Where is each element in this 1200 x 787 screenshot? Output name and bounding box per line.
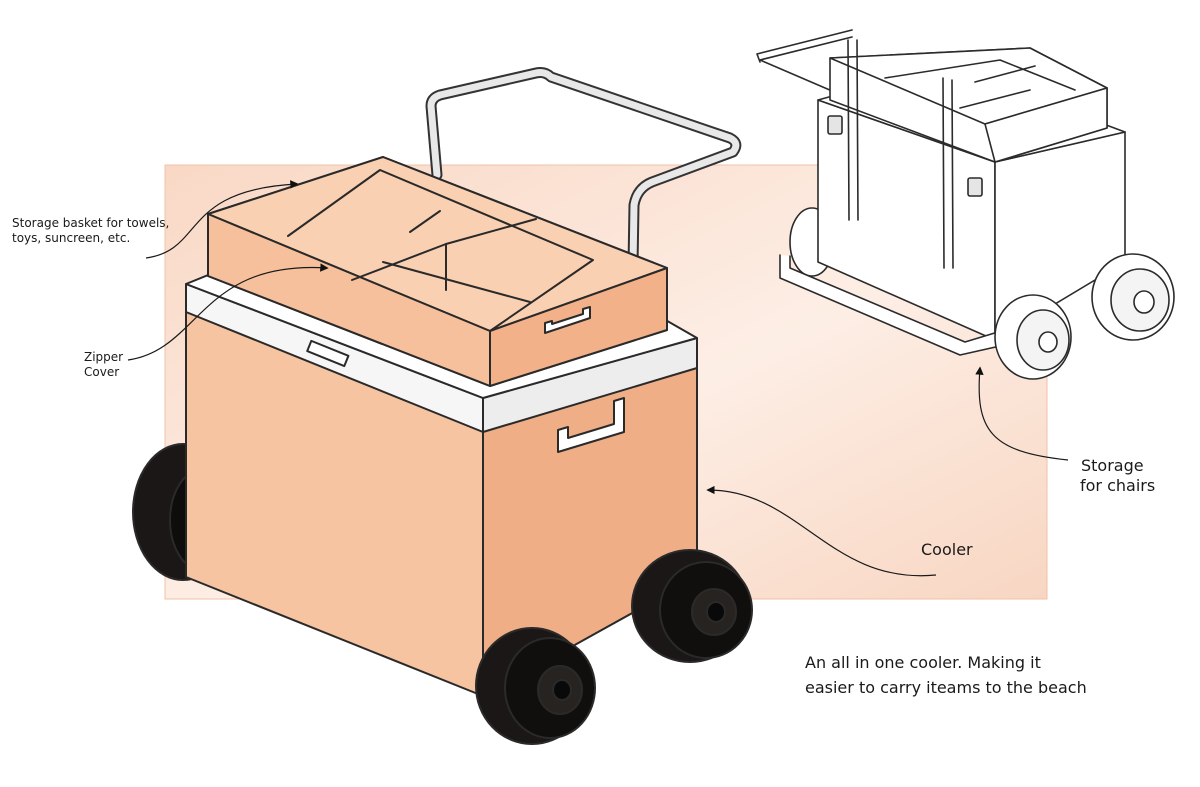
lid-latch <box>306 339 350 368</box>
label-storage-basket-line1: Storage basket for towels, <box>12 216 170 230</box>
label-zipper-cover-line1: Zipper <box>84 350 124 364</box>
caption-line1: An all in one cooler. Making it <box>805 653 1041 672</box>
storage-basket <box>207 156 668 387</box>
arrow-icon <box>145 180 299 259</box>
side-grip <box>557 397 625 453</box>
front-wheel-left <box>475 627 596 745</box>
caption-line2: easier to carry iteams to the beach <box>805 677 1087 697</box>
label-storage-chairs-line2: for chairs <box>1080 476 1156 495</box>
label-storage-basket: Storage basket for towels, toys, suncree… <box>12 216 202 246</box>
label-zipper-cover-line2: Cover <box>84 365 120 379</box>
label-zipper-cover: Zipper Cover <box>84 350 144 380</box>
label-storage-chairs-line1: Storage <box>1081 456 1144 475</box>
pull-handle <box>425 67 742 272</box>
arrow-icon <box>706 485 937 577</box>
label-storage-basket-line2: toys, suncreen, etc. <box>12 231 131 245</box>
arrow-icon <box>127 263 329 361</box>
arrow-icon <box>975 366 1069 461</box>
rear-view-sketch <box>756 29 1175 380</box>
label-storage-chairs: Storage for chairs <box>1080 456 1190 496</box>
front-wheel-right <box>631 549 753 663</box>
caption: An all in one cooler. Making it easier t… <box>805 651 1165 701</box>
label-cooler: Cooler <box>921 540 973 559</box>
main-cooler <box>132 67 753 745</box>
